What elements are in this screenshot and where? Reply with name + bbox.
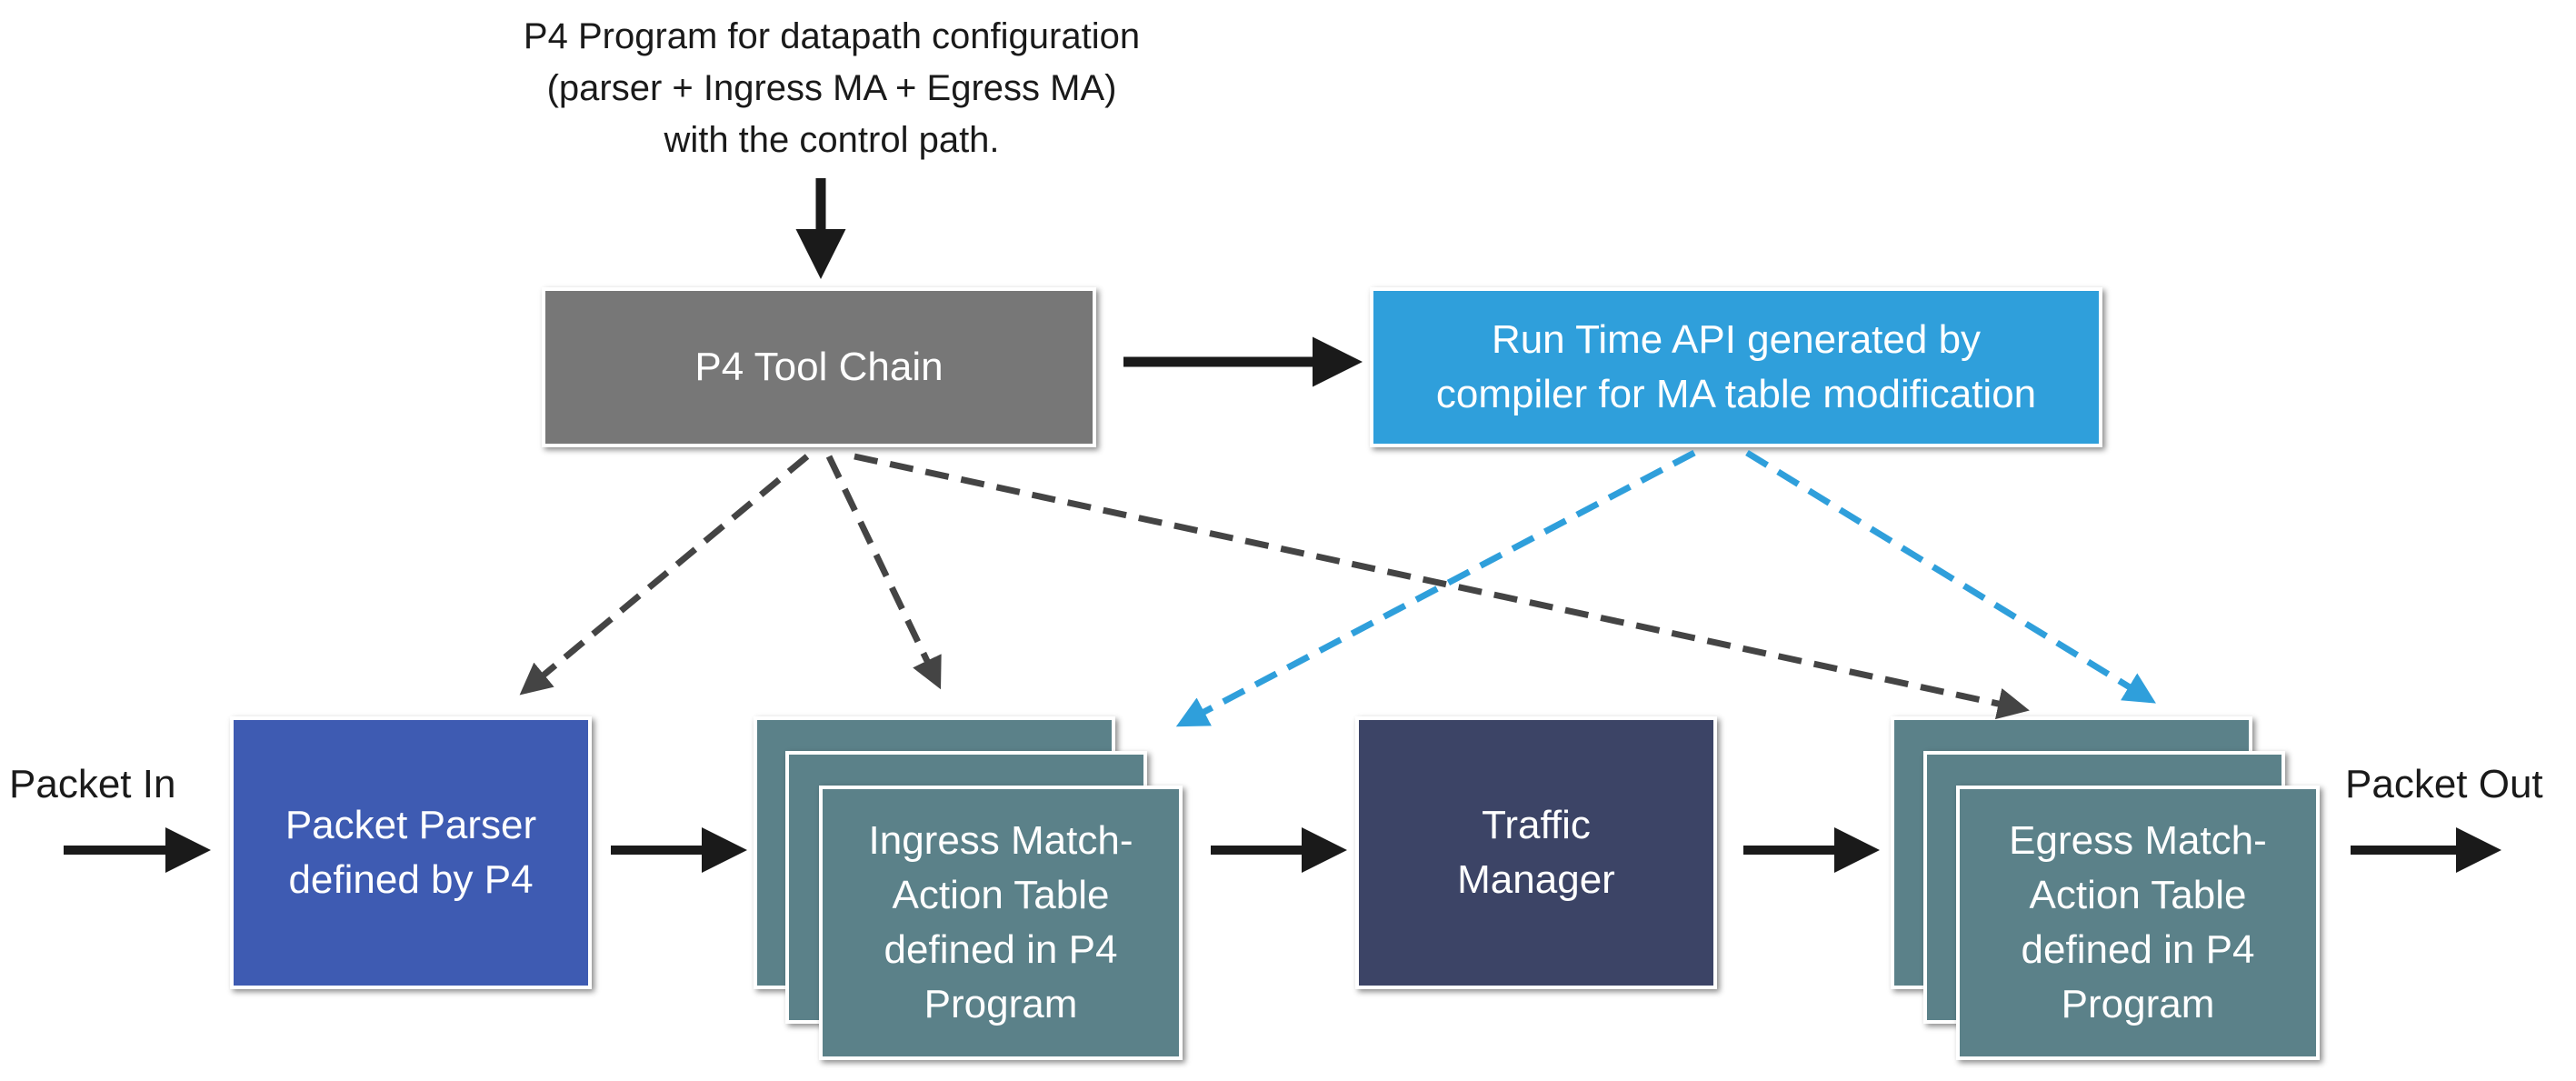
p4-program-note: P4 Program for datapath configuration (p…: [523, 16, 1141, 160]
toolchain-to-ingress-dashed-arrow: [825, 455, 942, 690]
toolchain-to-egress-dashed-arrow: [854, 453, 2030, 720]
packet-parser-box: Packet Parser defined by P4: [230, 716, 592, 989]
runtime-api-to-ingress-dashed-arrow: [1175, 449, 1696, 727]
egress-match-action-table-box: Egress Match- Action Table defined in P4…: [1956, 786, 2320, 1060]
packet-out-label: Packet Out: [2345, 762, 2543, 806]
toolchain-to-parser-dashed-arrow: [519, 454, 810, 696]
packet-in-label: Packet In: [9, 762, 176, 806]
p4-toolchain-box: P4 Tool Chain: [542, 287, 1096, 447]
runtime-api-box: Run Time API generated by compiler for M…: [1370, 287, 2102, 447]
traffic-manager-box: Traffic Manager: [1355, 716, 1717, 989]
ingress-match-action-table-box: Ingress Match- Action Table defined in P…: [819, 786, 1183, 1060]
runtime-api-to-egress-dashed-arrow: [1745, 450, 2156, 704]
